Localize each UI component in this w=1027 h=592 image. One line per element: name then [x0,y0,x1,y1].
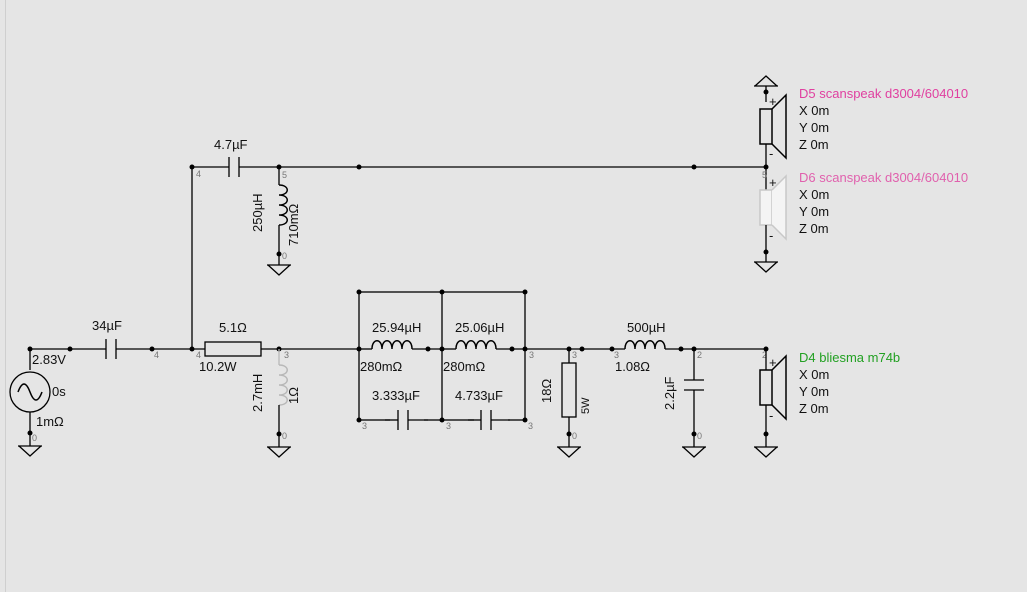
source-delay-label: 0s [52,384,66,399]
l-woofer-value: 500µH [627,320,666,335]
l-notch1-value: 25.94µH [372,320,421,335]
r-series-value: 5.1Ω [219,320,247,335]
driver-d6-name: D6 scanspeak d3004/604010 [799,170,968,185]
capacitor-2-2uF[interactable]: 0 2.2µF [662,349,707,458]
svg-text:Z 0m: Z 0m [799,221,829,236]
svg-text:2: 2 [762,350,767,360]
svg-text:3: 3 [362,421,367,431]
source-voltage-label: 2.83V [32,352,66,367]
inductor-25-94uH[interactable]: 25.94µH 280mΩ [359,320,442,374]
driver-d6-disabled[interactable]: 5 + - D6 scanspeak d3004/604010 X 0m Y 0… [753,167,968,273]
c-tweeter-value: 4.7µF [214,137,248,152]
inductor-25-06uH[interactable]: 25.06µH 280mΩ [442,320,525,374]
svg-text:Y 0m: Y 0m [799,384,829,399]
svg-text:3: 3 [446,421,451,431]
svg-text:0: 0 [282,251,287,261]
svg-text:+: + [769,355,777,370]
c-notch2-value: 4.733µF [455,388,503,403]
l-tweeter-resistance: 710mΩ [286,203,301,246]
capacitor-4-7uF[interactable]: 4.7µF [214,137,248,177]
driver-d5-name: D5 scanspeak d3004/604010 [799,86,968,101]
inductor-250uH[interactable]: 0 250µH 710mΩ [250,167,301,276]
svg-text:5: 5 [282,170,287,180]
svg-text:+: + [769,94,777,109]
svg-text:4: 4 [154,350,159,360]
capacitor-4-733uF[interactable]: 4.733µF [455,388,510,432]
c-input-value: 34µF [92,318,122,333]
svg-text:0: 0 [282,431,287,441]
l-notch2-value: 25.06µH [455,320,504,335]
svg-text:4: 4 [196,169,201,179]
svg-text:Y 0m: Y 0m [799,120,829,135]
l-shunt-resistance: 1Ω [286,387,301,404]
svg-text:3: 3 [572,350,577,360]
svg-text:-: - [769,146,773,161]
l-tweeter-value: 250µH [250,193,265,232]
voltage-source[interactable]: 2.83V 0s 1mΩ 0 [9,346,66,457]
svg-text:4: 4 [196,350,201,360]
resistor-18-ohm[interactable]: 0 18Ω 5W [539,349,592,458]
svg-text:-: - [769,408,773,423]
svg-text:0: 0 [697,431,702,441]
r-series-power: 10.2W [199,359,237,374]
source-resistance-label: 1mΩ [36,414,64,429]
driver-d4[interactable]: 2 + - D4 bliesma m74b X 0m Y 0m Z 0m [753,346,900,458]
svg-text:2: 2 [697,350,702,360]
resistor-5-1-ohm[interactable]: 5.1Ω 10.2W [199,320,262,374]
notch-network[interactable]: 3 3 3 [356,289,534,432]
l-woofer-resistance: 1.08Ω [615,359,650,374]
r-shunt-value: 18Ω [539,379,554,403]
driver-d5[interactable]: + - D5 scanspeak d3004/604010 X 0m Y 0m … [753,75,968,170]
inductor-500uH[interactable]: 500µH 1.08Ω [615,320,666,374]
l-shunt-value: 2.7mH [250,374,265,412]
svg-text:Z 0m: Z 0m [799,401,829,416]
svg-text:X 0m: X 0m [799,187,829,202]
svg-text:0: 0 [572,431,577,441]
c-woofer-value: 2.2µF [662,376,677,410]
svg-text:3: 3 [284,350,289,360]
r-shunt-power: 5W [580,397,592,414]
svg-text:Z 0m: Z 0m [799,137,829,152]
capacitor-3-333uF[interactable]: 3.333µF [372,388,428,432]
svg-text:X 0m: X 0m [799,367,829,382]
svg-text:3: 3 [614,350,619,360]
svg-text:5: 5 [762,170,767,180]
capacitor-34uF[interactable]: 34µF [92,318,122,359]
c-notch1-value: 3.333µF [372,388,420,403]
svg-text:3: 3 [528,421,533,431]
svg-text:-: - [769,228,773,243]
inductor-2-7mH-disabled[interactable]: 0 2.7mH 1Ω [250,349,301,458]
l-notch2-resistance: 280mΩ [443,359,486,374]
svg-text:+: + [769,175,777,190]
svg-text:0: 0 [32,433,37,443]
driver-d4-name: D4 bliesma m74b [799,350,900,365]
svg-text:3: 3 [529,350,534,360]
l-notch1-resistance: 280mΩ [360,359,403,374]
svg-text:Y 0m: Y 0m [799,204,829,219]
svg-text:X 0m: X 0m [799,103,829,118]
